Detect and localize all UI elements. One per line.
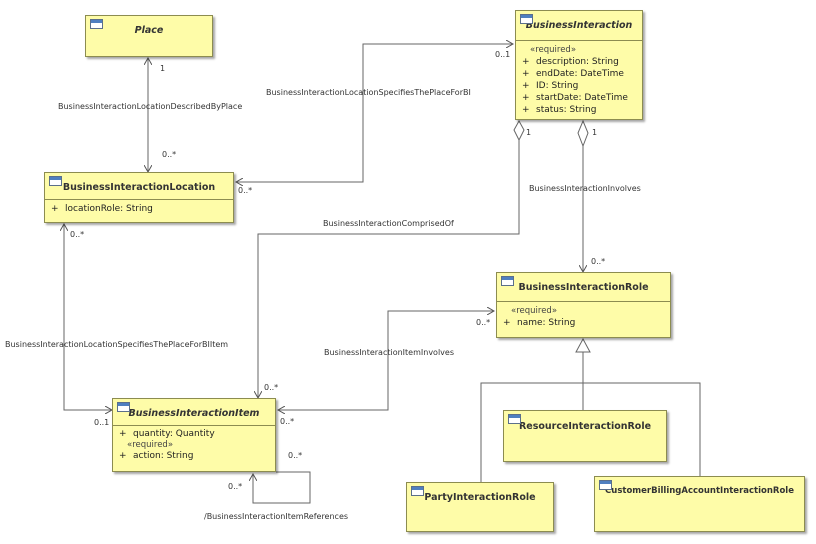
stereotype: «required» (511, 306, 558, 316)
attribute: +locationRole: String (51, 204, 153, 214)
attribute: +action: String (119, 451, 194, 461)
class-business-interaction-role[interactable]: BusinessInteractionRole «required» +name… (496, 272, 671, 338)
class-place[interactable]: Place (85, 15, 213, 57)
attribute: +status: String (522, 105, 597, 115)
attribute: +endDate: DateTime (522, 69, 624, 79)
stereotype: «required» (127, 440, 174, 450)
attribute-compartment: +locationRole: String (45, 199, 233, 218)
class-party-interaction-role[interactable]: PartyInteractionRole (406, 482, 554, 532)
class-name: BusinessInteraction (525, 20, 633, 31)
assoc-specifies-place-for-bi-line (236, 44, 513, 183)
assoc-label-item-references: /BusinessInteractionItemReferences (204, 512, 349, 521)
mult-bi-involves-end: 1 (592, 128, 598, 137)
class-icon (117, 402, 130, 412)
attribute: +startDate: DateTime (522, 93, 628, 103)
aggregation-diamond-involves (577, 119, 589, 148)
mult-item-end-from-role: 0..* (280, 417, 295, 426)
assoc-label-involves: BusinessInteractionInvolves (529, 184, 641, 193)
class-name: CustomerBillingAccountInteractionRole (605, 486, 794, 496)
assoc-item-references-line (253, 471, 311, 504)
mult-location-end-from-bi: 0..* (238, 186, 253, 195)
generalization-triangle (575, 337, 591, 353)
mult-place-end: 1 (160, 64, 166, 73)
class-customer-billing-account-interaction-role[interactable]: CustomerBillingAccountInteractionRole (594, 476, 805, 532)
class-icon (49, 176, 62, 186)
class-business-interaction-location[interactable]: BusinessInteractionLocation +locationRol… (44, 172, 234, 223)
attribute-compartment: «required» +name: String (497, 301, 670, 332)
stereotype: «required» (530, 45, 577, 55)
aggregation-diamond-comprised (513, 119, 525, 142)
class-icon (411, 486, 424, 496)
assoc-label-described-by-place: BusinessInteractionLocationDescribedByPl… (58, 102, 243, 111)
class-name: ResourceInteractionRole (518, 421, 652, 432)
class-name: Place (134, 25, 164, 36)
mult-bi-comprised-end: 1 (526, 128, 532, 137)
mult-role-end-from-bi: 0..* (591, 257, 606, 266)
class-icon (599, 480, 612, 490)
attribute: +quantity: Quantity (119, 429, 215, 439)
mult-item-end-from-location: 0..1 (94, 418, 110, 427)
mult-location-end-from-item: 0..* (70, 230, 85, 239)
mult-location-end-from-place: 0..* (162, 150, 177, 159)
generalization-branch-customer-line (583, 382, 701, 476)
assoc-label-specifies-place-for-bi: BusinessInteractionLocationSpecifiesTheP… (266, 88, 471, 97)
assoc-comprised-of-line (258, 140, 520, 398)
class-icon (520, 14, 533, 24)
class-name: PartyInteractionRole (424, 492, 536, 503)
mult-self-ref-bottom: 0..* (228, 482, 243, 491)
class-name: BusinessInteractionRole (518, 282, 649, 293)
class-name: BusinessInteractionItem (128, 408, 260, 419)
assoc-item-involves-line (278, 311, 494, 411)
class-icon (90, 19, 103, 29)
attribute-compartment: +quantity: Quantity «required» +action: … (113, 425, 275, 465)
mult-self-ref-top: 0..* (288, 451, 303, 460)
attribute: +description: String (522, 57, 619, 67)
class-resource-interaction-role[interactable]: ResourceInteractionRole (503, 410, 667, 462)
assoc-label-item-involves: BusinessInteractionItemInvolves (324, 348, 454, 357)
attribute: +name: String (503, 318, 576, 328)
mult-bi-end-from-location: 0..1 (495, 50, 511, 59)
class-name: BusinessInteractionLocation (62, 182, 216, 193)
attribute: +ID: String (522, 81, 579, 91)
assoc-specifies-place-for-bi-item-line (63, 224, 112, 410)
class-business-interaction[interactable]: BusinessInteraction «required» +descript… (515, 10, 643, 120)
attribute-compartment: «required» +description: String +endDate… (516, 40, 642, 119)
assoc-label-specifies-place-for-bi-item: BusinessInteractionLocationSpecifiesTheP… (5, 340, 229, 349)
mult-role-end-from-item: 0..* (476, 318, 491, 327)
mult-item-end-from-bi: 0..* (264, 383, 279, 392)
class-icon (501, 276, 514, 286)
assoc-label-comprised-of: BusinessInteractionComprisedOf (323, 219, 454, 228)
class-business-interaction-item[interactable]: BusinessInteractionItem +quantity: Quant… (112, 398, 276, 472)
generalization-trunk-line (480, 352, 584, 484)
class-icon (508, 414, 521, 424)
